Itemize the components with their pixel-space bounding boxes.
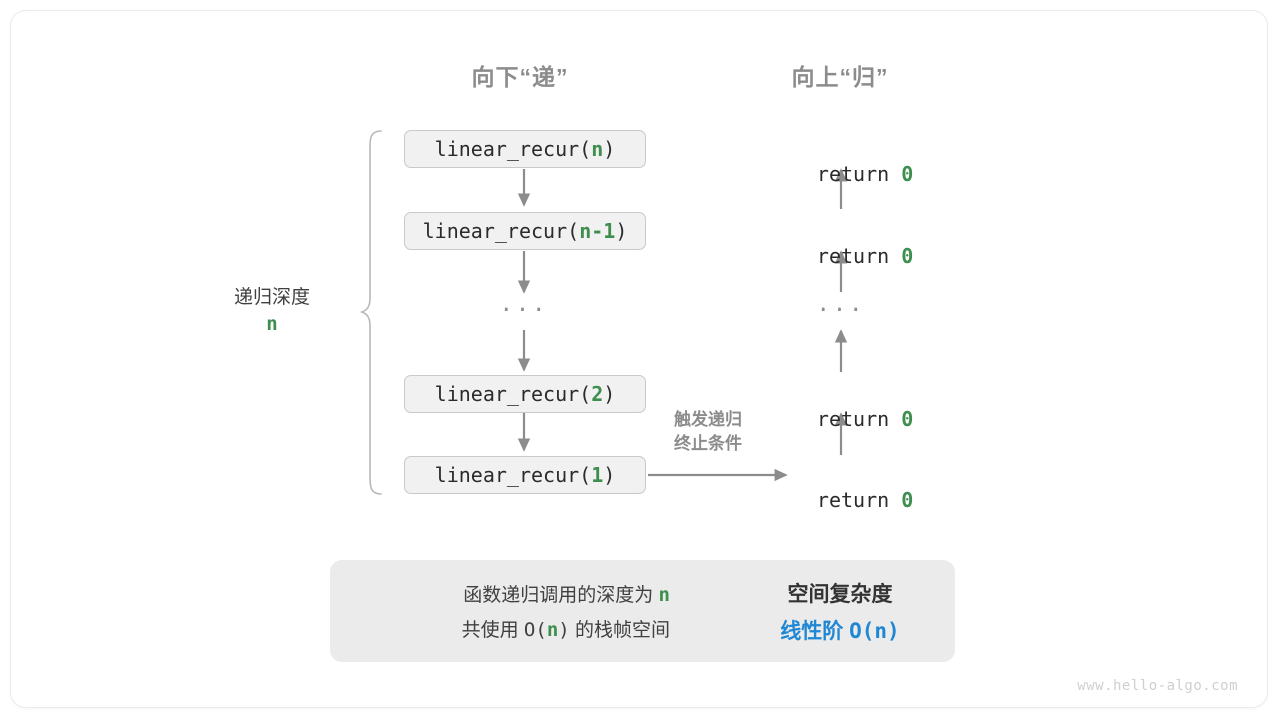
complexity-value: 线性阶 O(n) <box>780 613 899 650</box>
summary-line-2-text-a: 共使用 <box>461 620 524 641</box>
summary-line-1-highlight: n <box>658 584 670 606</box>
summary-line-2: 共使用 O(n) 的栈帧空间 <box>360 613 670 648</box>
summary-line-1: 函数递归调用的深度为 n <box>360 578 670 613</box>
call-frame-suffix: ) <box>603 463 616 487</box>
column-header-descend: 向下“递” <box>471 64 569 90</box>
return-value: 0 <box>901 162 914 186</box>
summary-description: 函数递归调用的深度为 n 共使用 O(n) 的栈帧空间 <box>360 578 670 648</box>
summary-line-2-mono-a: O( <box>523 619 547 641</box>
complexity-value-notation: O(n) <box>849 619 900 643</box>
summary-line-2-text-b: 的栈帧空间 <box>569 620 670 641</box>
call-frame-prefix: linear_recur( <box>434 137 592 161</box>
return-statement: return 0 <box>769 464 914 536</box>
ascend-ellipsis: ··· <box>816 298 866 323</box>
recursion-depth-value: n <box>266 313 278 335</box>
return-statement: return 0 <box>769 138 914 210</box>
call-frame-prefix: linear_recur( <box>434 382 592 406</box>
site-watermark: www.hello-algo.com <box>1077 678 1238 694</box>
recursion-depth-label: 递归深度 n <box>234 285 310 337</box>
return-keyword: return <box>816 244 902 268</box>
call-frame-box: linear_recur(n) <box>404 130 646 168</box>
call-frame-arg: n <box>591 137 604 161</box>
call-frame-prefix: linear_recur( <box>422 219 580 243</box>
call-frame-prefix: linear_recur( <box>434 463 592 487</box>
call-frame-arg: 2 <box>591 382 604 406</box>
summary-line-2-mono-b: ) <box>558 619 570 641</box>
return-keyword: return <box>816 488 902 512</box>
base-case-note-line1: 触发递归 <box>674 410 742 429</box>
summary-panel <box>330 560 955 662</box>
call-frame-box: linear_recur(1) <box>404 456 646 494</box>
return-value: 0 <box>901 244 914 268</box>
call-frame-box: linear_recur(n-1) <box>404 212 646 250</box>
call-frame-box: linear_recur(2) <box>404 375 646 413</box>
call-frame-arg: n-1 <box>579 219 616 243</box>
complexity-value-label: 线性阶 <box>780 620 850 643</box>
return-keyword: return <box>816 407 902 431</box>
summary-line-2-highlight: n <box>546 619 559 641</box>
column-header-ascend: 向上“归” <box>791 64 889 90</box>
complexity-title: 空间复杂度 <box>787 583 893 606</box>
return-value: 0 <box>901 488 914 512</box>
return-statement: return 0 <box>769 383 914 455</box>
summary-line-1-text: 函数递归调用的深度为 <box>463 585 659 606</box>
call-frame-suffix: ) <box>615 219 628 243</box>
base-case-note: 触发递归 终止条件 <box>674 408 742 456</box>
base-case-note-line2: 终止条件 <box>674 434 742 453</box>
return-keyword: return <box>816 162 902 186</box>
call-frame-suffix: ) <box>603 382 616 406</box>
descend-ellipsis: ··· <box>499 298 549 323</box>
return-value: 0 <box>901 407 914 431</box>
return-statement: return 0 <box>769 220 914 292</box>
call-frame-suffix: ) <box>603 137 616 161</box>
call-frame-arg: 1 <box>591 463 604 487</box>
summary-conclusion: 空间复杂度 线性阶 O(n) <box>780 576 899 650</box>
recursion-depth-text: 递归深度 <box>233 287 311 308</box>
